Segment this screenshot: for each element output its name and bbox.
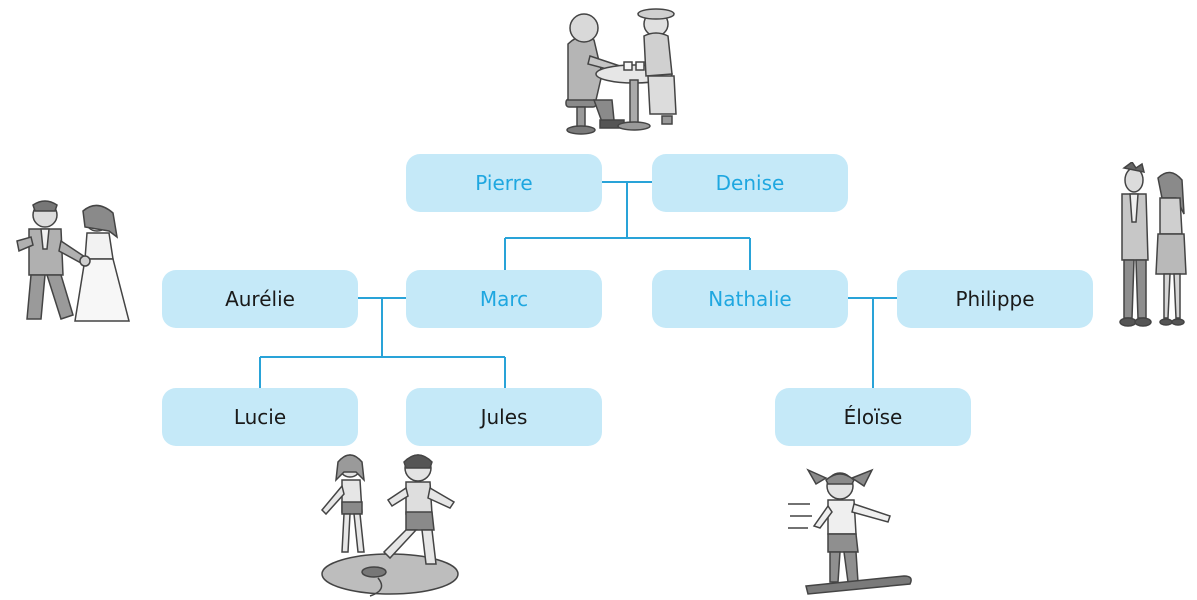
standing-couple-illustration — [1119, 162, 1187, 327]
person-name-aurelie: Aurélie — [225, 287, 295, 311]
person-box-marc: Marc — [406, 270, 602, 328]
person-box-pierre: Pierre — [406, 154, 602, 212]
person-box-aurelie: Aurélie — [162, 270, 358, 328]
person-box-philippe: Philippe — [897, 270, 1093, 328]
person-name-denise: Denise — [715, 171, 785, 195]
person-name-philippe: Philippe — [955, 287, 1035, 311]
person-name-pierre: Pierre — [475, 171, 533, 195]
person-box-jules: Jules — [406, 388, 602, 446]
person-name-jules: Jules — [480, 405, 528, 429]
person-name-lucie: Lucie — [233, 405, 287, 429]
elderly-couple-cafe-illustration — [565, 8, 677, 135]
children-playing-sprinkler-illustration — [320, 454, 459, 597]
person-name-nathalie: Nathalie — [708, 287, 792, 311]
person-name-marc: Marc — [479, 287, 529, 311]
wedding-couple-illustration — [16, 200, 130, 322]
person-box-nathalie: Nathalie — [652, 270, 848, 328]
person-box-denise: Denise — [652, 154, 848, 212]
person-box-eloise: Éloïse — [775, 388, 971, 446]
person-name-eloise: Éloïse — [843, 405, 903, 429]
person-box-lucie: Lucie — [162, 388, 358, 446]
girl-water-skiing-illustration — [788, 468, 912, 595]
